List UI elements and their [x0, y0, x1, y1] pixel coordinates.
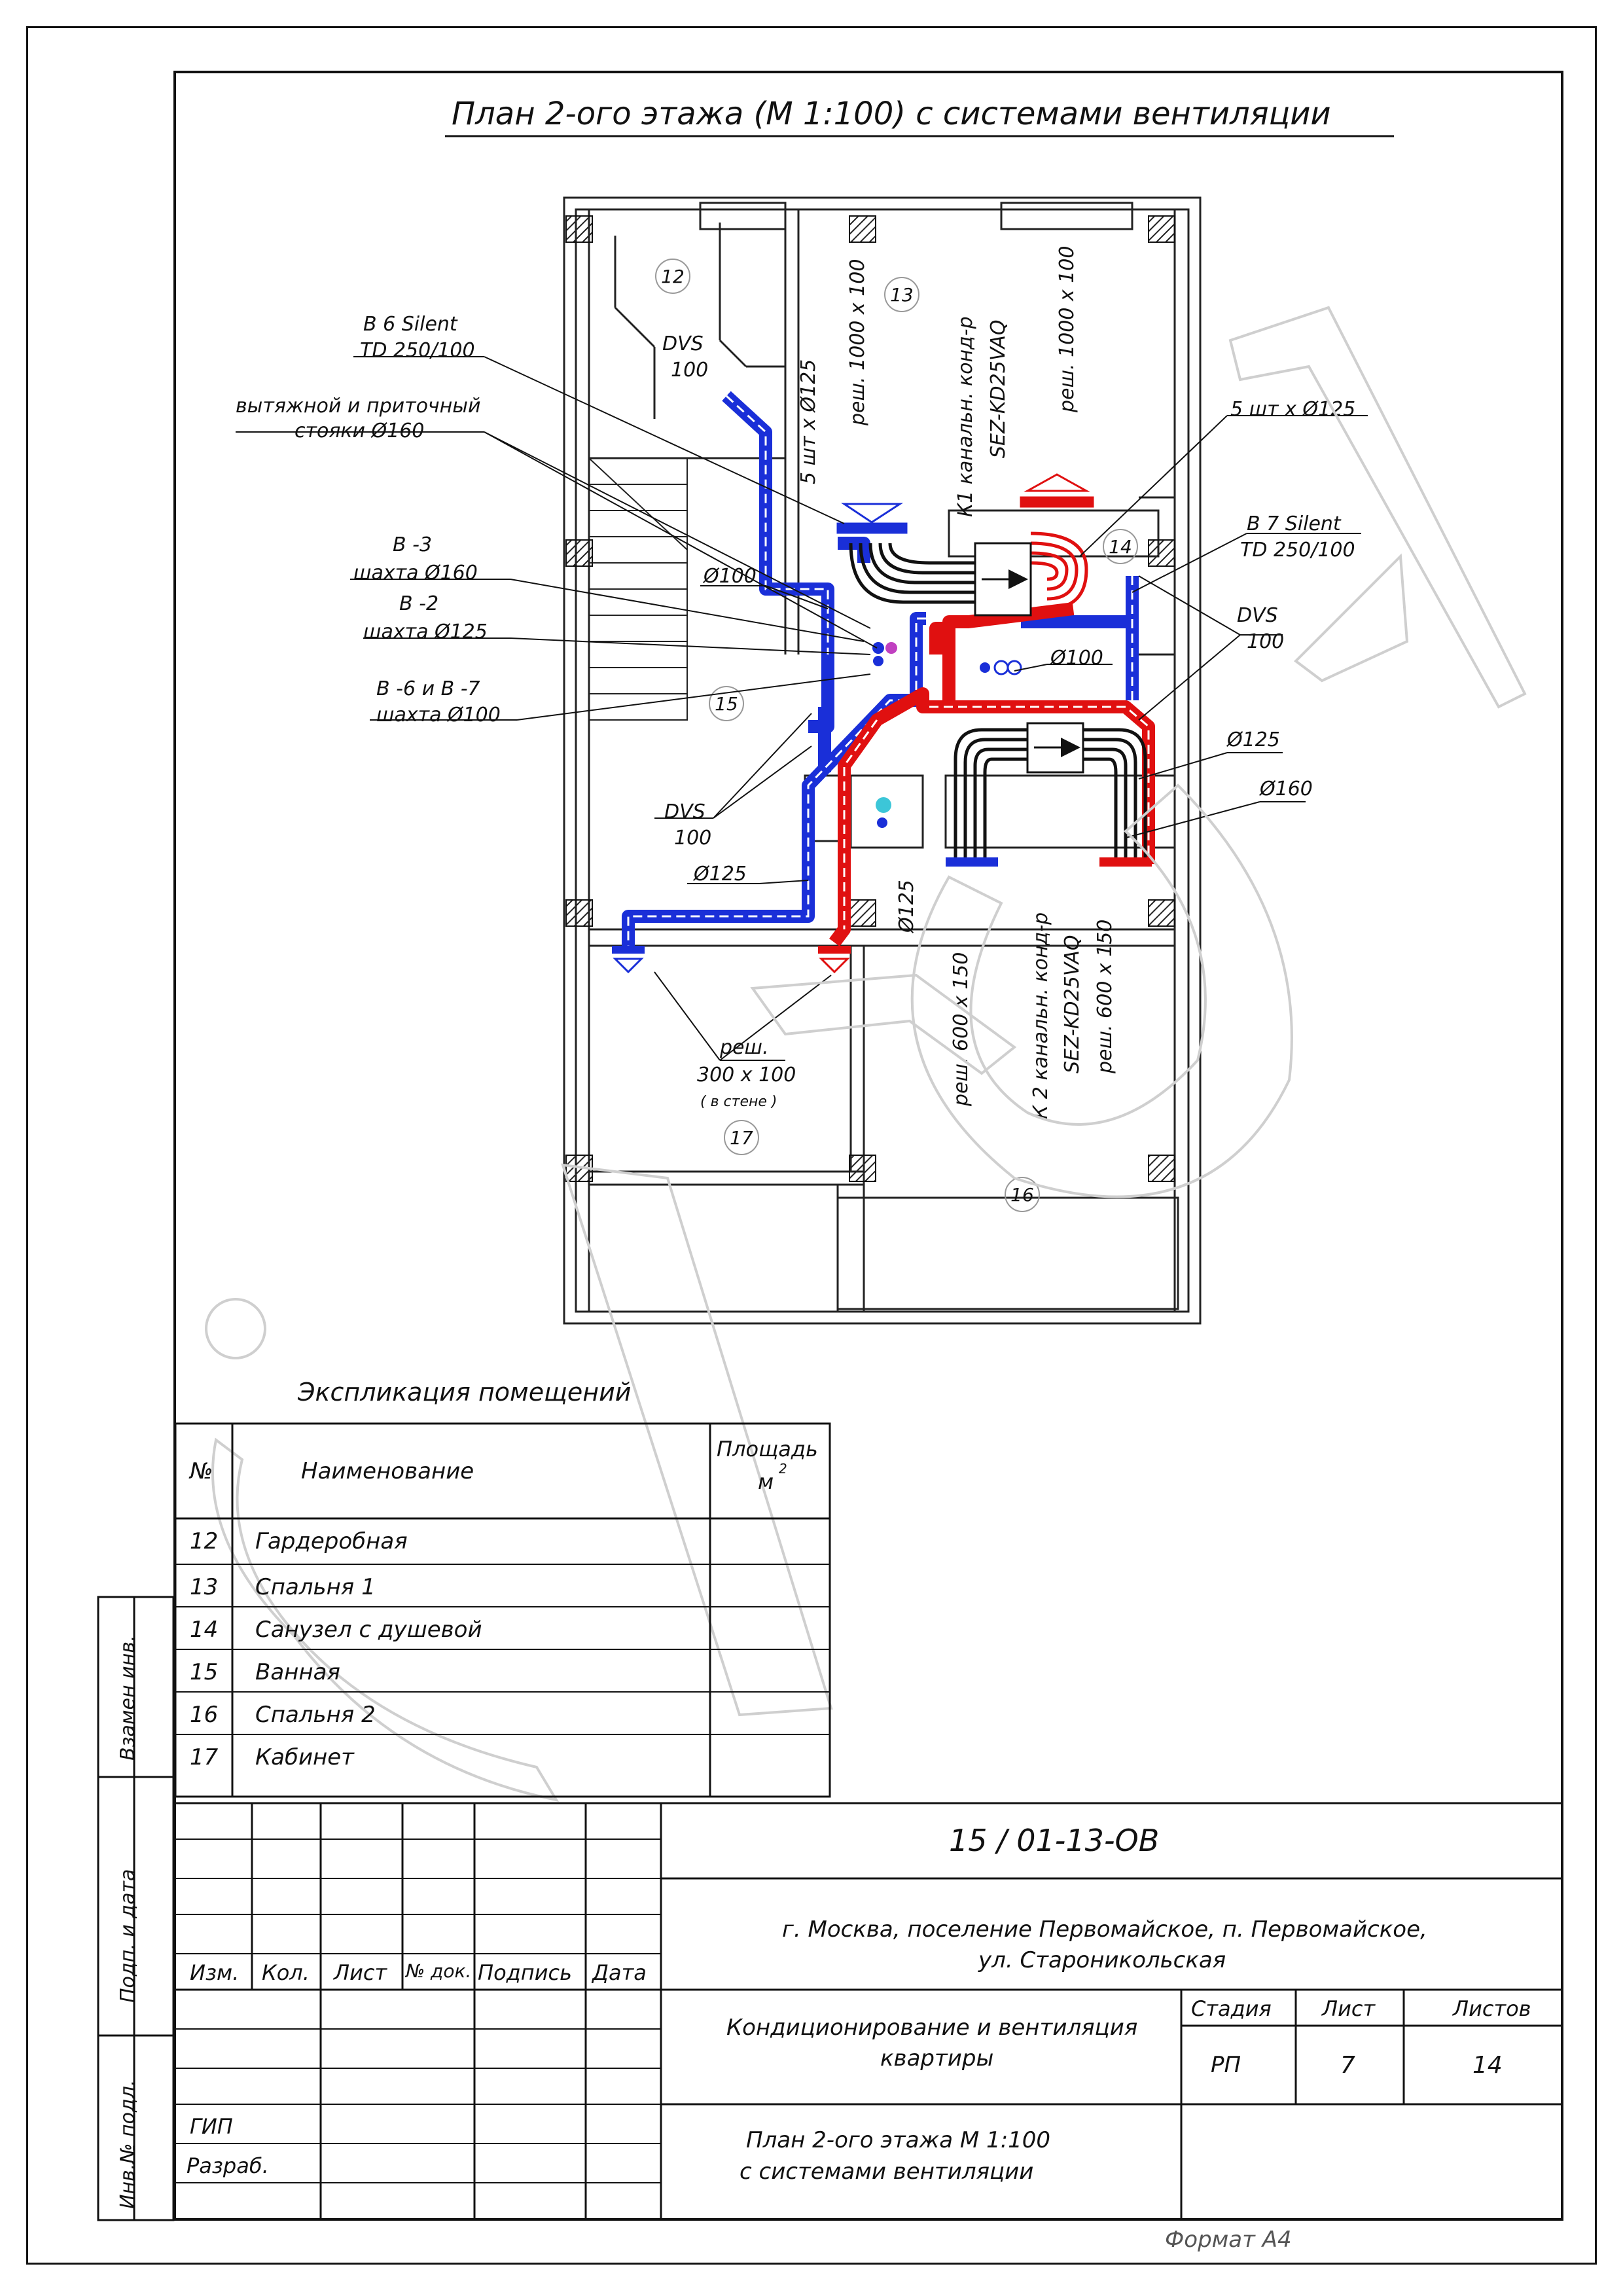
- label-resh-5: реш. 600 х 150: [1094, 920, 1116, 1074]
- label-dvs-2-size: 100: [674, 827, 711, 850]
- row-num: 14: [190, 1617, 219, 1643]
- row-name: Спальня 1: [255, 1574, 376, 1600]
- sheet-header: Лист: [1322, 1996, 1376, 2021]
- col-sign: Подпись: [478, 1960, 572, 1985]
- shafts: [872, 642, 1022, 828]
- sheet-border: [26, 26, 1597, 2265]
- label-d100-b: Ø100: [1049, 647, 1103, 670]
- label-dvs-3-size: 100: [1247, 630, 1284, 653]
- project-line-1: Кондиционирование и вентиляция: [726, 2015, 1138, 2041]
- label-stoyaki: вытяжной и приточный: [236, 395, 480, 418]
- label-dvs-2: DVS: [664, 800, 705, 823]
- room-number-17: 17: [730, 1127, 753, 1149]
- label-resh-4: реш. 600 х 150: [950, 952, 972, 1107]
- explication-title: Экспликация помещений: [298, 1378, 632, 1407]
- drawing-frame: [173, 71, 1563, 2221]
- col-date: Дата: [592, 1960, 647, 1985]
- room-number-13: 13: [890, 284, 914, 306]
- label-k1-b: SEZ-KD25VAQ: [987, 320, 1010, 458]
- label-b3-shaft: шахта Ø160: [353, 562, 478, 584]
- label-resh-1: реш. 1000 х 100: [846, 259, 869, 426]
- label-d125-b: Ø125: [1226, 728, 1280, 751]
- address-line-2: ул. Староникольская: [978, 1947, 1226, 1973]
- sheets-header: Листов: [1453, 1996, 1531, 2021]
- explication-header-name: Наименование: [301, 1458, 474, 1484]
- col-list: Лист: [334, 1960, 387, 1985]
- room-number-14: 14: [1109, 536, 1132, 558]
- label-d125-a: Ø125: [692, 863, 747, 886]
- label-b7-td: TD 250/100: [1240, 539, 1355, 562]
- label-pcs-1: 5 шт х Ø125: [797, 359, 820, 484]
- label-d125-c: Ø125: [895, 880, 918, 934]
- sheet-title-1: План 2-ого этажа М 1:100: [746, 2127, 1051, 2153]
- label-resh-3: реш.: [719, 1036, 769, 1059]
- room-number-16: 16: [1010, 1184, 1034, 1206]
- address-line-1: г. Москва, поселение Первомайское, п. Пе…: [782, 1916, 1427, 1943]
- side-stamp-inv: Инв.№ подл.: [116, 2079, 139, 2209]
- sheet-title-2: с системами вентиляции: [740, 2159, 1034, 2185]
- project-line-2: квартиры: [880, 2045, 994, 2072]
- gip-label: ГИП: [190, 2114, 233, 2139]
- label-dvs-1-size: 100: [671, 359, 708, 382]
- label-b67-shaft: шахта Ø100: [376, 704, 501, 726]
- k1-flex-bundle: [849, 543, 982, 604]
- label-resh-3-note: ( в стене ): [700, 1094, 777, 1110]
- explication-header-area-unit: м: [758, 1469, 774, 1494]
- k2-flex-bundle: [954, 728, 1147, 857]
- doc-code: 15 / 01-13-ОВ: [949, 1823, 1160, 1858]
- col-kol: Кол.: [262, 1960, 310, 1985]
- label-b6: В 6 Silent: [363, 313, 458, 336]
- label-pcs-2: 5 шт х Ø125: [1230, 398, 1355, 421]
- label-k1-a: К1 канальн. конд-р: [954, 316, 977, 517]
- row-num: 13: [190, 1574, 219, 1600]
- label-dvs-1: DVS: [662, 332, 704, 355]
- stage-value: РП: [1211, 2052, 1241, 2078]
- sheets-value: 14: [1472, 2052, 1503, 2079]
- row-name: Санузел с душевой: [255, 1617, 482, 1643]
- label-d100-a: Ø100: [702, 565, 757, 588]
- row-name: Гардеробная: [255, 1528, 408, 1554]
- label-b6-td: TD 250/100: [360, 339, 475, 362]
- row-name: Ванная: [255, 1659, 340, 1685]
- room-markers: [655, 259, 1138, 1212]
- k1-supply-bundle: [1030, 531, 1088, 611]
- label-resh-3-size: 300 х 100: [697, 1064, 796, 1086]
- label-k2-b: SEZ-KD25VAQ: [1061, 935, 1084, 1073]
- col-izm: Изм.: [190, 1960, 240, 1985]
- label-dvs-3: DVS: [1237, 604, 1278, 627]
- row-name: Спальня 2: [255, 1702, 376, 1728]
- label-b7: В 7 Silent: [1247, 512, 1342, 535]
- row-num: 12: [190, 1528, 219, 1554]
- side-stamp-replace: Взамен инв.: [116, 1635, 139, 1761]
- leader-lines: [236, 356, 1368, 1061]
- label-b67: В -6 и В -7: [376, 677, 480, 700]
- razrab-label: Разраб.: [187, 2153, 269, 2178]
- row-num: 17: [190, 1744, 219, 1770]
- label-d160: Ø160: [1258, 778, 1313, 800]
- row-num: 16: [190, 1702, 219, 1728]
- label-k2-a: К 2 канальн. конд-р: [1029, 912, 1052, 1119]
- stage-header: Стадия: [1191, 1996, 1272, 2021]
- room-number-15: 15: [715, 693, 738, 715]
- explication-header-num: №: [190, 1458, 213, 1484]
- label-b3: В -3: [393, 533, 432, 556]
- grilles: [612, 473, 1152, 974]
- room-number-12: 12: [661, 266, 685, 287]
- col-doc: № док.: [406, 1960, 472, 1982]
- explication-header-area: Площадь: [717, 1437, 818, 1462]
- label-resh-2: реш. 1000 х 100: [1056, 246, 1079, 413]
- label-b2: В -2: [399, 592, 438, 615]
- sheet-value: 7: [1340, 2052, 1355, 2079]
- exhaust-duct-centerlines: [627, 395, 1133, 949]
- label-stoyaki-2: стояки Ø160: [294, 420, 424, 442]
- row-num: 15: [190, 1659, 219, 1685]
- label-b2-shaft: шахта Ø125: [363, 620, 488, 643]
- format-label: Формат А4: [1165, 2227, 1292, 2253]
- explication-header-area-sup: 2: [779, 1461, 787, 1477]
- drawing-title: План 2-ого этажа (М 1:100) с системами в…: [452, 96, 1331, 132]
- side-stamp-sign: Подп. и дата: [116, 1869, 139, 2003]
- supply-duct-centerlines: [843, 706, 1150, 929]
- row-name: Кабинет: [255, 1744, 354, 1770]
